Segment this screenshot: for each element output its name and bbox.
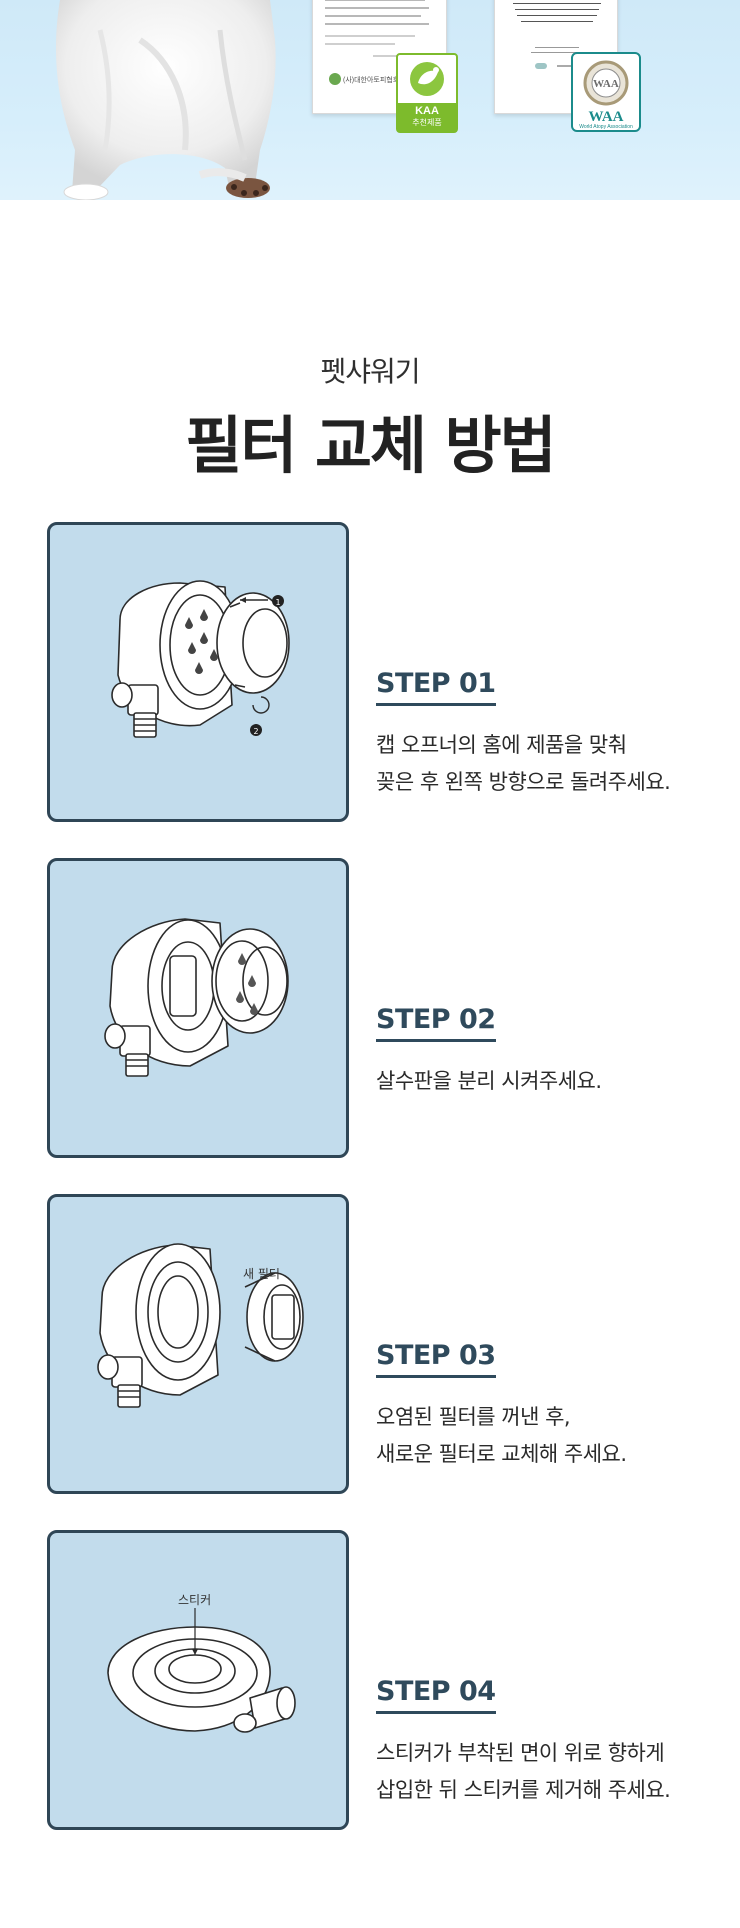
step-4: 스티커 STEP 04 스티커가 부착된 면이 위로 향하게 삽입한 뒤 스티커… [0, 1530, 740, 1830]
filter-replace-illustration [97, 1243, 304, 1408]
step-label: STEP 03 [376, 1340, 496, 1379]
cert-signature-line [557, 65, 583, 67]
marker-1: 1 [275, 598, 280, 607]
step-label: STEP 01 [376, 668, 496, 707]
waa-badge: WAA WAA World Atopy Association [571, 52, 641, 132]
svg-text:WAA: WAA [593, 78, 619, 90]
waa-seal-icon: WAA [583, 60, 629, 106]
step-illustration-panel: 새 필터 [47, 1194, 349, 1494]
sticker-label: 스티커 [178, 1593, 212, 1607]
step-description: 캡 오프너의 홈에 제품을 맞춰 꽂은 후 왼쪽 방향으로 돌려주세요. [376, 727, 671, 801]
step-label: STEP 04 [376, 1676, 496, 1715]
new-filter-label: 새 필터 [243, 1267, 280, 1281]
step-3: 새 필터 STEP 03 오염된 필터를 꺼낸 후, 새로운 필터로 교체해 주… [0, 1194, 740, 1494]
step-2: STEP 02 살수판을 분리 시켜주세요. [0, 858, 740, 1158]
step-description: 오염된 필터를 꺼낸 후, 새로운 필터로 교체해 주세요. [376, 1399, 627, 1473]
step-illustration-panel: 1 2 [47, 522, 349, 822]
kaa-badge-caption: 추천제품 [412, 118, 442, 127]
cert-org-name: (사)대한아토피협회 [343, 77, 400, 84]
step-1: 1 2 STEP 01 캡 오프너의 홈에 제품을 맞춰 꽂은 후 왼쪽 방향으… [0, 522, 740, 822]
step-label: STEP 02 [376, 1004, 496, 1043]
filter-cap-open-illustration: 1 2 [111, 580, 290, 738]
waa-badge-name: WAA [588, 109, 624, 125]
marker-2: 2 [253, 727, 258, 736]
hero-banner: (사)대한아토피협회 KAA 추천제품 WA [0, 0, 740, 200]
step-description-line: 삽입한 뒤 스티커를 제거해 주세요. [376, 1778, 671, 1802]
product-subtitle: 펫샤워기 [320, 355, 420, 388]
waa-badge-caption: World Atopy Association [579, 124, 633, 130]
kaa-badge: KAA 추천제품 [396, 53, 458, 133]
kaa-badge-name: KAA [415, 105, 439, 117]
page-title: 필터 교체 방법 [185, 409, 556, 482]
spray-plate-removed-illustration [104, 918, 289, 1077]
cert-logo-icon [329, 73, 341, 85]
filter-sticker-illustration [107, 1608, 296, 1733]
kaa-leaf-icon [410, 62, 444, 96]
step-description-line: 살수판을 분리 시켜주세요. [376, 1069, 602, 1093]
step-illustration-panel [47, 858, 349, 1158]
step-illustration-panel: 스티커 [47, 1530, 349, 1830]
step-description-line: 새로운 필터로 교체해 주세요. [376, 1442, 627, 1466]
step-description: 살수판을 분리 시켜주세요. [376, 1063, 602, 1100]
step-description: 스티커가 부착된 면이 위로 향하게 삽입한 뒤 스티커를 제거해 주세요. [376, 1735, 671, 1809]
dog-image [55, 0, 276, 200]
step-description-line: 캡 오프너의 홈에 제품을 맞춰 [376, 733, 627, 757]
cert-seal-icon [535, 63, 547, 69]
step-description-line: 오염된 필터를 꺼낸 후, [376, 1405, 571, 1429]
step-description-line: 스티커가 부착된 면이 위로 향하게 [376, 1741, 665, 1765]
step-description-line: 꽂은 후 왼쪽 방향으로 돌려주세요. [376, 770, 671, 794]
